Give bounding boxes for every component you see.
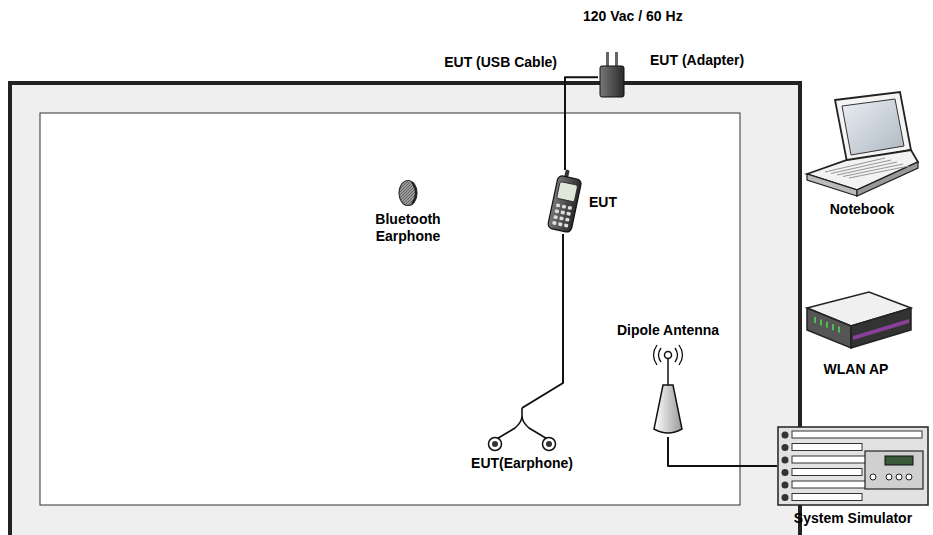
device-label: EUT (Adapter) xyxy=(650,52,744,69)
device-label: WLAN AP xyxy=(824,361,889,378)
cable xyxy=(668,437,777,466)
eut-phone-icon xyxy=(545,170,585,234)
wlan-ap: WLAN AP xyxy=(797,286,915,378)
bluetooth-earphone: Bluetooth Earphone xyxy=(366,178,450,245)
dipole-antenna-icon xyxy=(648,345,688,437)
device-label: EUT(Earphone) xyxy=(471,455,573,472)
bluetooth-earphone-icon xyxy=(396,178,420,208)
table-top xyxy=(40,113,740,505)
system-simulator: System Simulator xyxy=(777,425,929,527)
power-source-label: 120 Vac / 60 Hz xyxy=(583,8,683,25)
power-adapter: EUT (Adapter) xyxy=(598,52,744,98)
device-label: System Simulator xyxy=(794,510,912,527)
device-label: Dipole Antenna xyxy=(617,322,719,339)
wired-earphone: EUT(Earphone) xyxy=(462,408,582,472)
wlan-ap-icon xyxy=(799,286,914,358)
cable xyxy=(522,234,563,408)
cable-label: EUT (USB Cable) xyxy=(444,54,557,71)
table-outline xyxy=(10,83,800,535)
device-label: Notebook xyxy=(830,201,895,218)
system-simulator-icon xyxy=(777,425,929,507)
power-adapter-icon xyxy=(598,52,626,98)
eut-phone: EUT xyxy=(545,170,617,234)
notebook: Notebook xyxy=(803,92,921,218)
dipole-antenna: Dipole Antenna xyxy=(608,322,728,437)
notebook-icon xyxy=(805,92,920,198)
cable xyxy=(565,77,598,170)
wired-earphone-icon xyxy=(487,408,557,452)
device-label: Bluetooth Earphone xyxy=(368,211,448,245)
device-label: EUT xyxy=(589,194,617,211)
